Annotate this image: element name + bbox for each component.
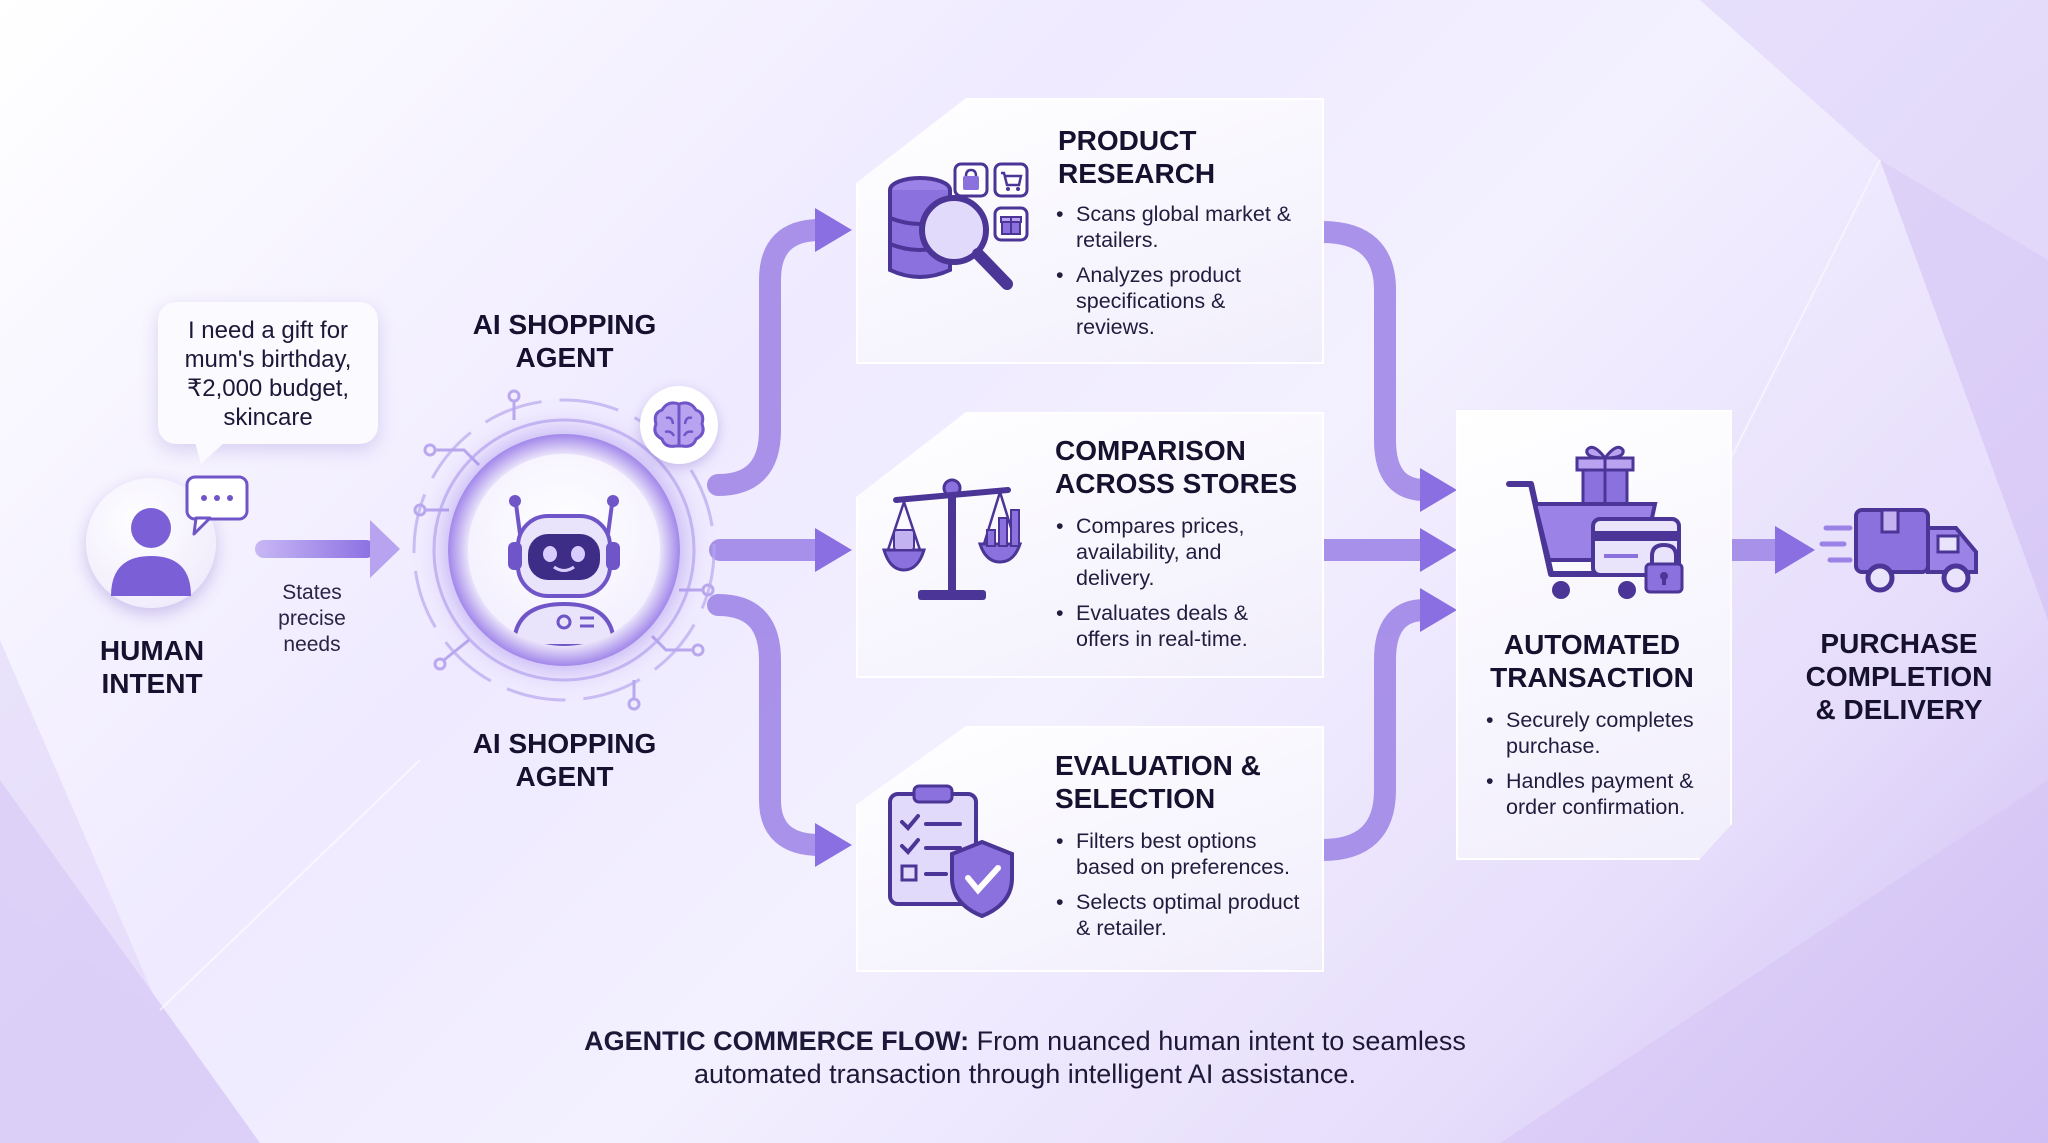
shopping-bag-icon bbox=[953, 162, 989, 198]
bullet-item: Filters best options based on preference… bbox=[1054, 828, 1304, 880]
user-icon bbox=[111, 508, 191, 596]
human-request-text: I need a gift for mum's birthday, ₹2,000… bbox=[184, 317, 352, 431]
human-intent-label: HUMAN INTENT bbox=[99, 635, 205, 699]
bullet-item: Scans global market & retailers. bbox=[1054, 201, 1304, 253]
agent-avatar bbox=[468, 454, 660, 646]
scale-icon bbox=[881, 478, 1023, 600]
caption-text: From nuanced human intent to seamless au… bbox=[694, 1026, 1466, 1089]
caption-title: AGENTIC COMMERCE FLOW: bbox=[584, 1026, 970, 1056]
robot-icon bbox=[508, 495, 620, 646]
bullet-item: Handles payment & order confirmation. bbox=[1484, 768, 1716, 820]
step-title: EVALUATION & SELECTION bbox=[1055, 750, 1261, 814]
human-speech-bubble: I need a gift for mum's birthday, ₹2,000… bbox=[158, 302, 378, 444]
completion-label: PURCHASE COMPLETION & DELIVERY bbox=[1805, 628, 1993, 725]
bar-chart-icon bbox=[986, 509, 1020, 547]
step-bullets: Compares prices, availability, and deliv… bbox=[1054, 513, 1304, 661]
step-title: COMPARISON ACROSS STORES bbox=[1055, 435, 1298, 499]
brain-badge bbox=[640, 386, 718, 464]
bullet-item: Securely completes purchase. bbox=[1484, 707, 1716, 759]
gift-icon bbox=[993, 206, 1029, 242]
bullet-item: Analyzes product specifications & review… bbox=[1054, 262, 1304, 340]
caption: AGENTIC COMMERCE FLOW: From nuanced huma… bbox=[560, 1025, 1490, 1091]
step-title: PRODUCT RESEARCH bbox=[1058, 125, 1216, 189]
step-bullets: Filters best options based on preference… bbox=[1054, 828, 1304, 950]
delivery-truck-icon bbox=[1819, 508, 1978, 593]
agent-circuit-ring bbox=[412, 389, 716, 711]
transaction-title: AUTOMATED TRANSACTION bbox=[1490, 629, 1694, 693]
bullet-item: Compares prices, availability, and deliv… bbox=[1054, 513, 1304, 591]
cart-icon bbox=[993, 162, 1029, 198]
agent-label-top: AI SHOPPING AGENT bbox=[472, 309, 657, 373]
speech-tail bbox=[195, 442, 225, 464]
agent-label-bottom: AI SHOPPING AGENT bbox=[472, 728, 657, 792]
lock-icon bbox=[1644, 542, 1684, 594]
credit-card-icon bbox=[1591, 517, 1681, 577]
transaction-bullets: Securely completes purchase. Handles pay… bbox=[1484, 707, 1716, 829]
step-bullets: Scans global market & retailers. Analyze… bbox=[1054, 201, 1304, 349]
database-search-icon bbox=[888, 176, 1013, 290]
bullet-item: Selects optimal product & retailer. bbox=[1054, 889, 1304, 941]
arrow-note: States precise needs bbox=[278, 581, 346, 656]
shield-check-icon bbox=[950, 839, 1014, 919]
bullet-item: Evaluates deals & offers in real-time. bbox=[1054, 600, 1304, 652]
chat-bubble-icon bbox=[185, 475, 249, 536]
brain-icon bbox=[653, 401, 705, 448]
